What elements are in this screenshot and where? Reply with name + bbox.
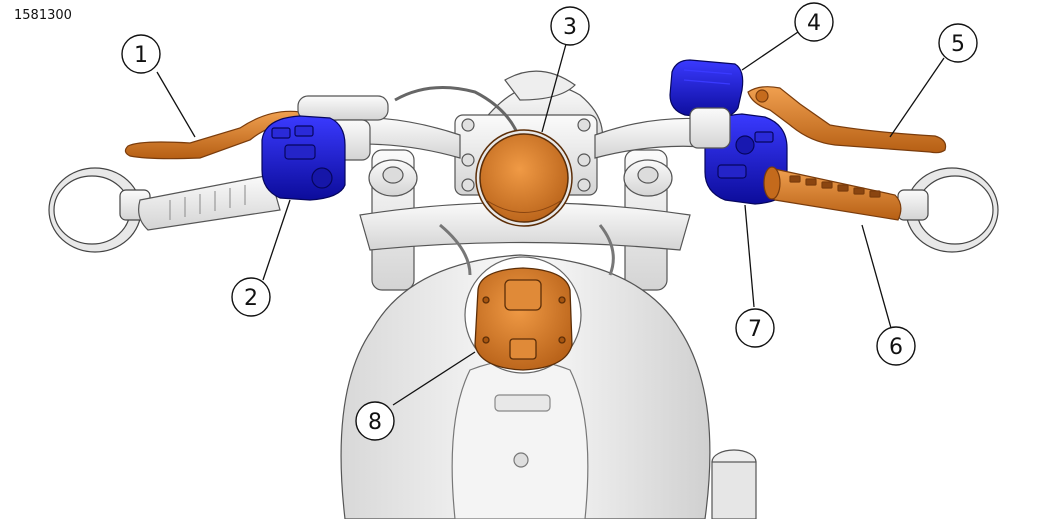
callouts: 1 2 3 4 5 6 7 bbox=[121, 2, 978, 441]
left-switch-housing bbox=[261, 115, 346, 201]
callout-3: 3 bbox=[550, 6, 590, 46]
callout-label: 2 bbox=[244, 286, 258, 311]
front-brake-reservoir bbox=[669, 59, 744, 119]
throttle-grip bbox=[763, 166, 902, 221]
callout-4: 4 bbox=[794, 2, 834, 42]
callout-label: 7 bbox=[748, 317, 762, 342]
left-mirror bbox=[48, 167, 151, 253]
callout-5: 5 bbox=[938, 23, 978, 63]
callout-2: 2 bbox=[231, 277, 271, 317]
leader-line-5 bbox=[889, 57, 945, 138]
figure-id: 1581300 bbox=[14, 8, 72, 23]
leader-lines bbox=[156, 31, 945, 406]
callout-label: 4 bbox=[807, 11, 821, 36]
callout-1: 1 bbox=[121, 34, 161, 74]
callout-7: 7 bbox=[735, 308, 775, 348]
leader-line-4 bbox=[741, 31, 799, 71]
callout-8: 8 bbox=[355, 401, 395, 441]
callout-label: 8 bbox=[368, 410, 382, 435]
left-grip bbox=[138, 174, 281, 231]
leader-line-1 bbox=[156, 71, 196, 138]
leader-line-8 bbox=[392, 351, 476, 406]
front-brake-lever bbox=[747, 86, 947, 154]
speedometer bbox=[475, 129, 573, 227]
callout-label: 5 bbox=[951, 32, 965, 57]
fuel-cap bbox=[474, 267, 573, 371]
callout-label: 6 bbox=[889, 335, 903, 360]
right-mirror bbox=[897, 167, 999, 253]
leader-line-2 bbox=[262, 199, 291, 281]
right-lever-perch bbox=[689, 107, 731, 149]
callout-label: 3 bbox=[563, 15, 577, 40]
leader-line-3 bbox=[541, 43, 567, 133]
leader-line-6 bbox=[861, 224, 892, 329]
leader-line-7 bbox=[744, 204, 755, 308]
callout-6: 6 bbox=[876, 326, 916, 366]
callout-label: 1 bbox=[134, 43, 148, 68]
